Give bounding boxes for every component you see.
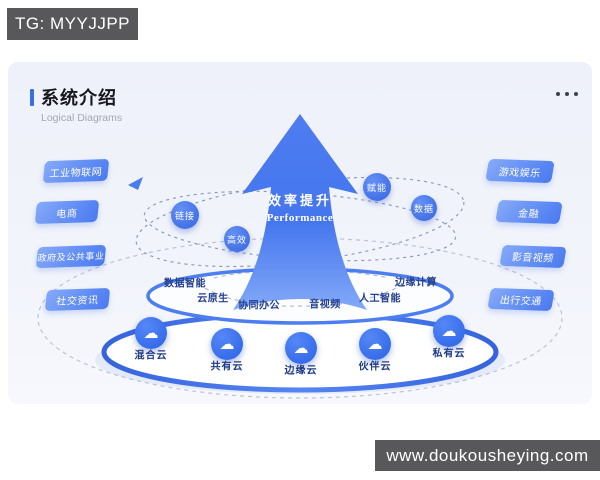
cloud-node-public: ☁ [211, 328, 243, 360]
industry-box-transport: 出行交通 [487, 287, 555, 312]
arrow-label-en: Performance [266, 212, 334, 224]
industry-box-media: 影音视频 [499, 244, 567, 269]
page-subtitle: Logical Diagrams [41, 112, 123, 124]
cloud-icon: ☁ [293, 338, 309, 357]
diagram-canvas: 系统介绍 Logical Diagrams 效率提升 Performance 链… [8, 62, 592, 404]
orbit-bubble-efficient: 高效 [224, 226, 250, 252]
platform-connector-bottom [197, 282, 407, 307]
dot [574, 92, 578, 96]
cloud-label-private: 私有云 [432, 348, 466, 360]
page-title: 系统介绍 [41, 88, 117, 108]
cloud-icon: ☁ [367, 334, 383, 353]
dot [556, 92, 560, 96]
cloud-node-private: ☁ [433, 315, 465, 347]
cloud-node-edge: ☁ [285, 332, 317, 364]
orbit-bubble-link: 链接 [171, 201, 199, 229]
platform-label-cloud-native: 云原生 [197, 293, 229, 305]
arrow-label-cn: 效率提升 [267, 193, 332, 208]
platform-label-collaboration: 协同办公 [238, 300, 280, 312]
platform-label-data-intelligence: 数据智能 [164, 278, 206, 290]
platform-label-edge-computing: 边缘计算 [395, 277, 437, 289]
platform-label-ai: 人工智能 [359, 293, 401, 305]
performance-arrow [233, 114, 367, 310]
cloud-label-hybrid: 混合云 [134, 350, 168, 362]
watermark-top-left: TG: MYYJJPP [7, 8, 138, 40]
industry-box-finance: 金融 [495, 199, 563, 225]
cloud-node-partner: ☁ [359, 328, 391, 360]
platform-label-audio-video: 音视频 [309, 299, 341, 311]
watermark-bottom-right: www.doukousheying.com [375, 440, 600, 471]
orbit-ring-inner [143, 190, 457, 262]
cloud-node-hybrid: ☁ [135, 317, 167, 349]
industry-box-government: 政府及公共事业 [35, 244, 107, 269]
section-header: 系统介绍 Logical Diagrams [30, 84, 122, 124]
cloud-label-edge: 边缘云 [284, 365, 318, 377]
cloud-icon: ☁ [219, 334, 235, 353]
industry-box-social: 社交资讯 [44, 287, 111, 312]
cloud-label-public: 共有云 [210, 361, 244, 373]
arrow-label-group: 效率提升 Performance [230, 190, 370, 224]
dot [565, 92, 569, 96]
industry-box-gaming: 游戏娱乐 [485, 158, 555, 184]
outer-dashed-ellipse [37, 237, 563, 399]
cloud-icon: ☁ [441, 321, 457, 340]
orbit-bubble-empower: 赋能 [363, 173, 391, 201]
ellipsis-menu-icon[interactable] [556, 92, 578, 96]
industry-box-ecommerce: 电商 [34, 199, 100, 225]
industry-box-iiot: 工业物联网 [42, 158, 110, 184]
orbit-bubble-data: 数据 [411, 195, 437, 221]
cloud-icon: ☁ [143, 323, 159, 342]
title-accent-bar [30, 88, 34, 106]
orbit-arrowhead [128, 177, 143, 190]
cloud-label-partner: 伙伴云 [358, 361, 392, 373]
